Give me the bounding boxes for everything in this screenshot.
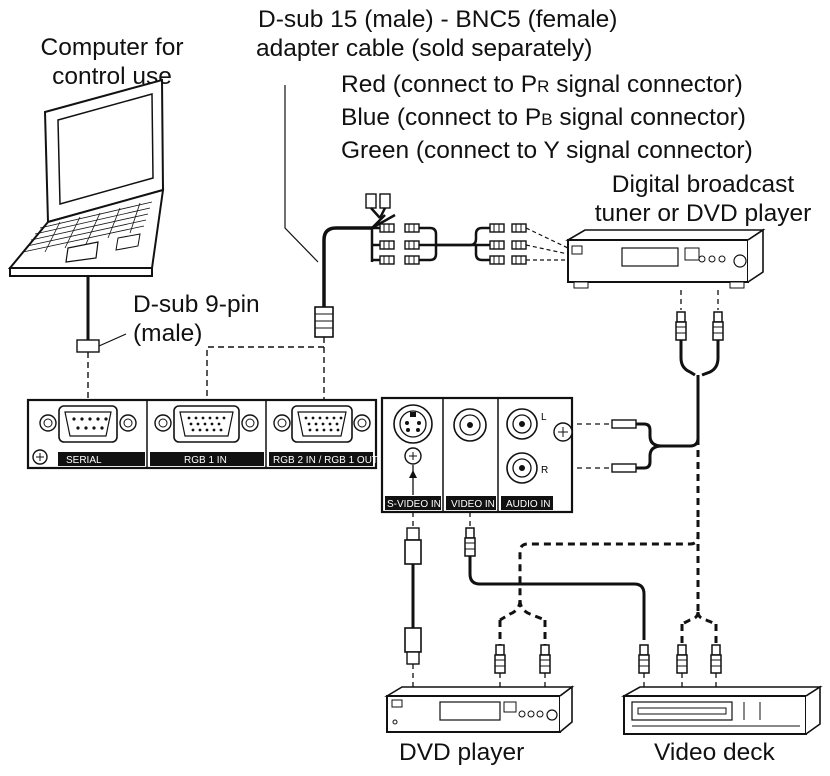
rgb2-in-port[interactable] bbox=[273, 405, 371, 443]
connector-panel: SERIAL RGB 1 IN RGB 2 IN / RGB 1 OUT bbox=[26, 396, 574, 514]
dsub15-label-line1: D-sub 15 (male) - BNC5 (female) bbox=[258, 6, 618, 33]
computer-label: Computer for control use bbox=[22, 33, 202, 91]
tuner-label-line1: Digital broadcast bbox=[611, 171, 795, 198]
laptop-icon bbox=[7, 78, 165, 277]
blue-label: Blue (connect to PB signal connector) bbox=[341, 104, 746, 131]
rgb1-in-label: RGB 1 IN bbox=[184, 455, 227, 466]
video-in-label: VIDEO IN bbox=[451, 499, 495, 510]
svideo-plug-bottom bbox=[404, 627, 422, 665]
audio-in-l-port[interactable]: L bbox=[506, 408, 547, 440]
dsub15-plug bbox=[314, 306, 334, 338]
svideo-in-port[interactable] bbox=[393, 404, 433, 465]
dsub9-label: D-sub 9-pin (male) bbox=[133, 290, 260, 348]
tuner-label-line2: tuner or DVD player bbox=[594, 200, 812, 227]
dsub15-label-line2: adapter cable (sold separately) bbox=[256, 35, 593, 62]
video-deck-icon bbox=[620, 685, 823, 735]
dsub15-cable-label: D-sub 15 (male) - BNC5 (female) adapter … bbox=[256, 5, 617, 63]
video-in-port[interactable] bbox=[453, 408, 487, 442]
dvd-player-label: DVD player bbox=[399, 739, 525, 766]
dsub9-label-line1: D-sub 9-pin bbox=[133, 291, 260, 318]
dsub9-label-line2: (male) bbox=[133, 320, 203, 347]
dsub9-plug bbox=[76, 339, 100, 353]
tuner-icon bbox=[565, 228, 766, 289]
computer-label-line1: Computer for bbox=[40, 34, 184, 61]
rgb2-in-label: RGB 2 IN / RGB 1 OUT bbox=[273, 455, 378, 466]
red-label: Red (connect to PR signal connector) bbox=[341, 71, 743, 98]
serial-port[interactable] bbox=[39, 405, 137, 443]
audio-in-r-port[interactable]: R bbox=[506, 452, 548, 484]
rgb1-in-port[interactable] bbox=[154, 405, 259, 443]
audio-l-label: L bbox=[541, 412, 547, 423]
audio-r-label: R bbox=[541, 465, 548, 476]
bnc-breakout bbox=[365, 193, 569, 265]
audio-plug-r bbox=[611, 463, 637, 473]
dsub15-leader-line bbox=[284, 85, 319, 263]
svideo-plug-top bbox=[404, 527, 422, 565]
green-label: Green (connect to Y signal connector) bbox=[341, 137, 753, 164]
audio-in-label: AUDIO IN bbox=[506, 499, 550, 510]
svideo-in-label: S-VIDEO IN bbox=[387, 499, 441, 510]
tuner-label: Digital broadcast tuner or DVD player bbox=[578, 170, 828, 228]
audio-plug-l bbox=[611, 419, 637, 429]
serial-port-label: SERIAL bbox=[66, 455, 102, 466]
dvd-player-icon bbox=[384, 685, 575, 733]
video-deck-label: Video deck bbox=[654, 739, 775, 766]
